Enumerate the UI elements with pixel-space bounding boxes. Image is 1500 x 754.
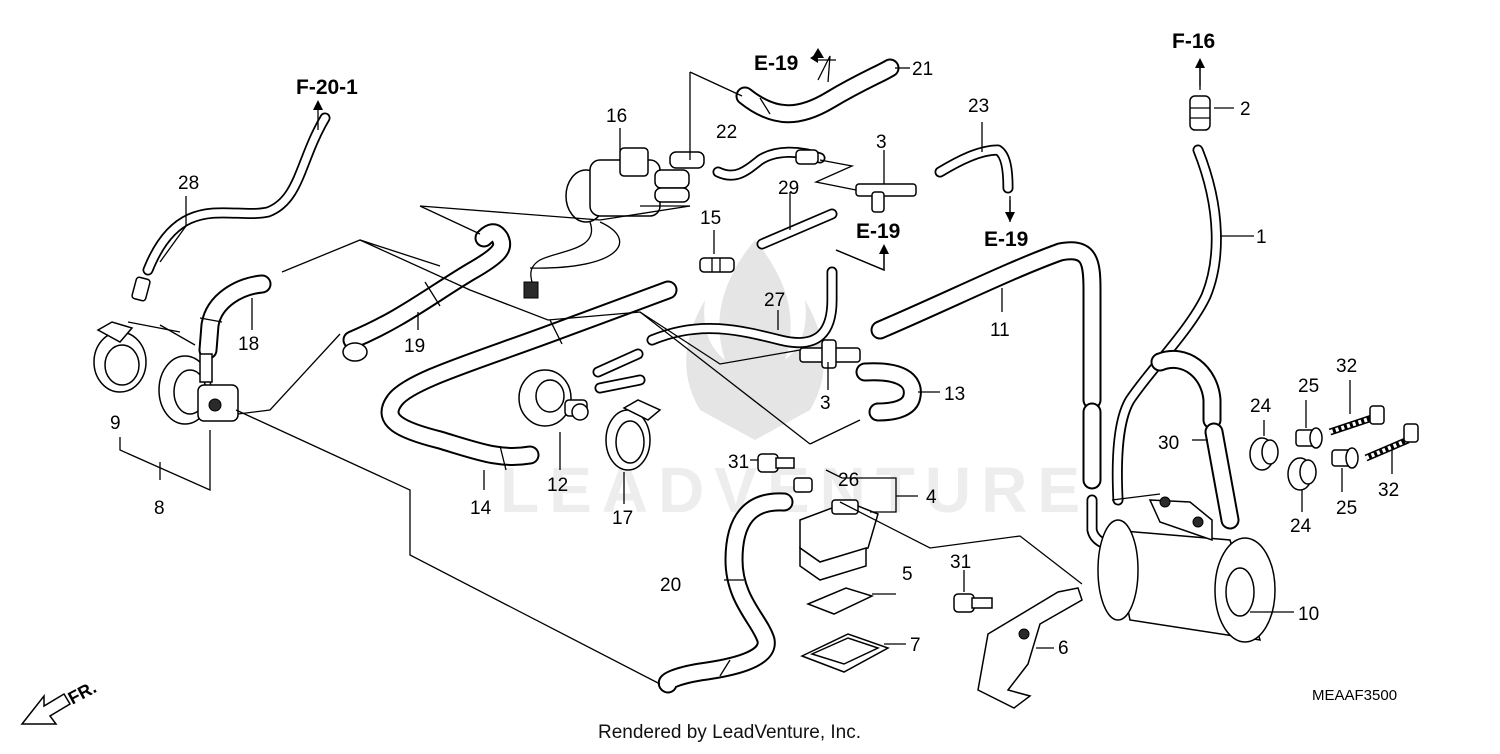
part-25-collar-upper[interactable] [1295,427,1323,449]
part-7-cover[interactable] [800,633,890,673]
label-23[interactable]: 23 [968,96,989,117]
ref-e19-right[interactable]: E-19 [984,228,1028,251]
label-18[interactable]: 18 [238,334,259,355]
part-1-hose[interactable] [1111,144,1222,506]
label-9[interactable]: 9 [110,413,121,434]
label-24-upper[interactable]: 24 [1250,396,1272,417]
part-4-valve[interactable] [799,499,879,581]
part-15-fitting[interactable] [699,257,735,273]
label-25-lower[interactable]: 25 [1336,498,1357,519]
label-6[interactable]: 6 [1058,638,1069,659]
figure-code: MEAAF3500 [1312,687,1397,704]
label-25-upper[interactable]: 25 [1298,376,1319,397]
leader-lines [119,67,1393,685]
label-21[interactable]: 21 [912,59,933,80]
label-17[interactable]: 17 [612,508,633,529]
label-27[interactable]: 27 [764,290,785,311]
label-13[interactable]: 13 [944,384,965,405]
part-5-gasket[interactable] [805,587,875,615]
part-13-hose[interactable] [855,362,922,422]
part-2-fitting[interactable] [1189,95,1211,131]
label-12[interactable]: 12 [547,475,568,496]
part-30-hose[interactable] [1150,349,1240,530]
part-21-hose[interactable] [735,58,900,124]
label-20[interactable]: 20 [660,575,681,596]
part-26-nut[interactable] [793,477,813,493]
part-28-hose[interactable] [131,112,331,302]
part-19-hose[interactable] [342,223,512,362]
part-24-grommet-lower[interactable] [1287,457,1317,491]
part-29-pipe[interactable] [756,208,838,250]
reference-labels: F-20-1 F-16 E-19 E-19 E-19 [296,30,1215,251]
front-direction-marker: FR. [20,677,100,725]
label-32-lower[interactable]: 32 [1378,480,1399,501]
label-4[interactable]: 4 [926,487,937,508]
part-8-valve[interactable] [158,353,239,425]
label-32-upper[interactable]: 32 [1336,356,1357,377]
label-8[interactable]: 8 [154,498,165,519]
label-31-lower[interactable]: 31 [950,552,971,573]
reference-arrows [313,48,1205,271]
part-31-bolt-lower[interactable] [953,593,993,613]
label-7[interactable]: 7 [910,635,921,656]
part-32-bolt-lower[interactable] [1364,423,1419,462]
label-10[interactable]: 10 [1298,604,1319,625]
part-9-clamp[interactable] [93,321,147,393]
part-12-valve[interactable] [518,348,646,427]
part-3-tee-lower[interactable] [799,339,861,369]
part-31-bolt-upper[interactable] [757,453,795,473]
label-3-upper[interactable]: 3 [876,132,887,153]
footer-credit: Rendered by LeadVenture, Inc. [598,722,861,743]
ref-f20-1[interactable]: F-20-1 [296,76,358,99]
part-25-collar-lower[interactable] [1331,447,1359,469]
part-labels: 1 2 3 3 5 6 7 8 9 10 11 12 13 14 15 16 1… [110,59,1399,659]
part-27-hose[interactable] [646,266,838,349]
ref-e19-top[interactable]: E-19 [754,52,798,75]
label-22[interactable]: 22 [716,122,737,143]
label-29[interactable]: 29 [778,178,799,199]
part-14-hose[interactable] [380,280,678,471]
label-14[interactable]: 14 [470,498,492,519]
part-10-canister[interactable] [1097,496,1276,643]
label-15[interactable]: 15 [700,208,721,229]
label-31-upper[interactable]: 31 [728,452,749,473]
part-24-grommet-upper[interactable] [1249,437,1279,471]
part-20-hose[interactable] [657,492,794,694]
label-16[interactable]: 16 [606,106,627,127]
label-19[interactable]: 19 [404,336,425,357]
ref-e19-mid[interactable]: E-19 [856,220,900,243]
part-16-solenoid[interactable] [523,147,705,299]
label-11[interactable]: 11 [990,320,1010,341]
label-2[interactable]: 2 [1240,99,1251,120]
watermark-flame-icon [686,240,824,440]
label-28[interactable]: 28 [178,173,199,194]
part-32-bolt-upper[interactable] [1328,405,1385,436]
label-1[interactable]: 1 [1256,227,1267,248]
label-24-lower[interactable]: 24 [1290,516,1312,537]
part-22-hose[interactable] [712,146,826,181]
part-3-tee-upper[interactable] [855,183,917,213]
front-arrow-icon [20,692,72,725]
part-23-hose[interactable] [934,144,1014,194]
part-17-clamp[interactable] [605,399,662,471]
label-26[interactable]: 26 [838,470,859,491]
part-18-hose[interactable] [198,274,272,360]
part-6-bracket[interactable] [977,587,1083,709]
ref-f16[interactable]: F-16 [1172,30,1215,53]
label-30[interactable]: 30 [1158,433,1179,454]
label-5[interactable]: 5 [902,564,913,585]
label-3-lower[interactable]: 3 [820,393,831,414]
